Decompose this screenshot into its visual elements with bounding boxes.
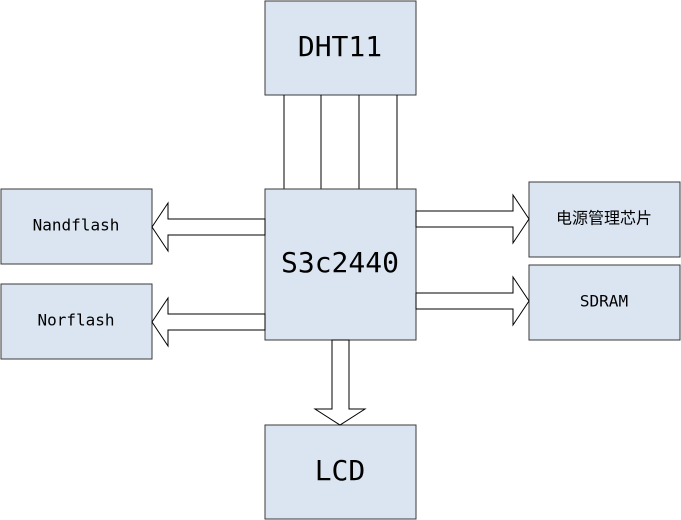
node-norflash-box: [0, 283, 153, 360]
node-norflash-label: Norflash: [37, 311, 114, 330]
dht11-bus-lines: [283, 95, 398, 189]
node-lcd-box: [264, 424, 417, 520]
node-sdram: SDRAM: [528, 264, 681, 341]
node-nandflash-box: [0, 188, 153, 265]
node-lcd-label: LCD: [315, 454, 366, 487]
node-sdram-box: [528, 264, 681, 341]
node-nandflash: Nandflash: [0, 188, 153, 265]
node-power: 电源管理芯片: [528, 181, 681, 258]
node-lcd: LCD: [264, 424, 417, 520]
node-nandflash-label: Nandflash: [33, 216, 120, 235]
node-cpu-label: S3c2440: [281, 246, 399, 279]
node-power-label: 电源管理芯片: [556, 209, 652, 228]
arrow-cpu-to-sdram: [415, 275, 530, 327]
arrow-cpu-to-lcd: [313, 339, 367, 426]
node-norflash: Norflash: [0, 283, 153, 360]
arrow-cpu-to-power: [415, 193, 530, 245]
node-sdram-label: SDRAM: [580, 292, 628, 311]
arrow-cpu-to-nandflash: [151, 201, 266, 253]
node-cpu: S3c2440: [264, 188, 417, 341]
arrow-cpu-to-norflash: [151, 296, 266, 348]
node-dht11-label: DHT11: [298, 30, 382, 63]
node-dht11-box: [264, 0, 417, 96]
node-dht11: DHT11: [264, 0, 417, 96]
